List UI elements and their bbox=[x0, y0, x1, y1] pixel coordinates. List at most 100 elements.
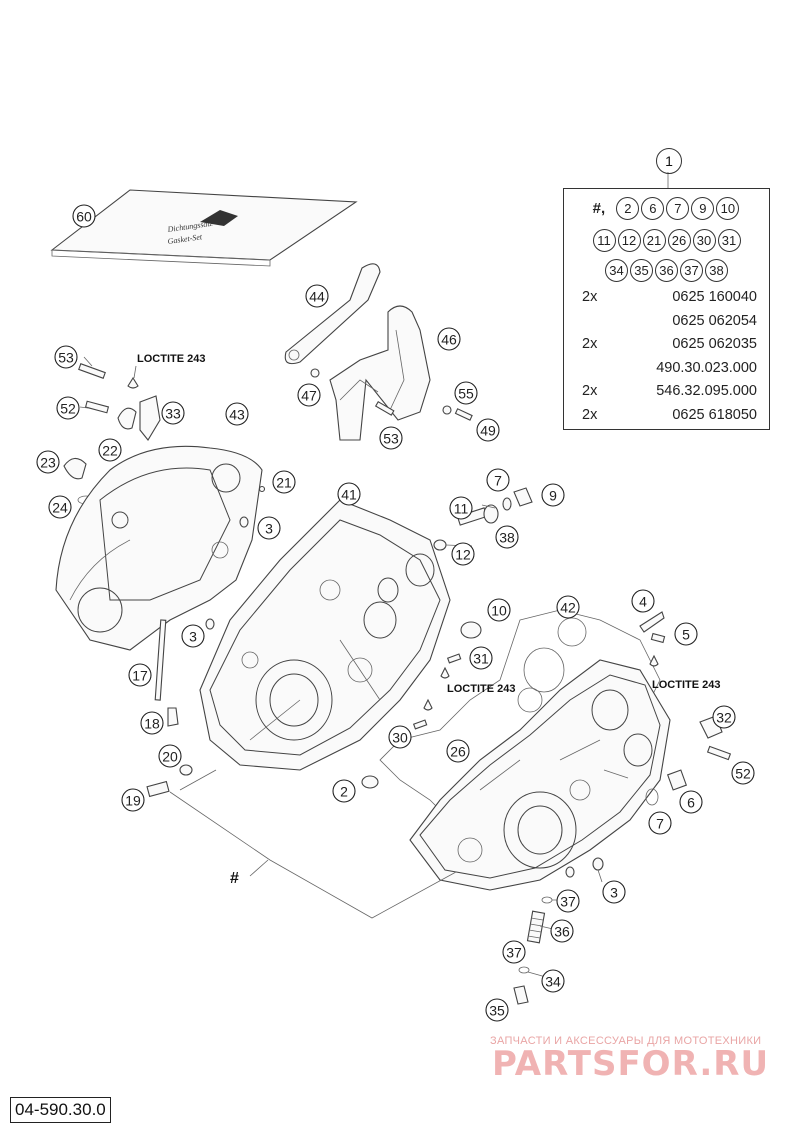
callout-number: 47 bbox=[301, 388, 317, 404]
kit-item-circle: 37 bbox=[680, 259, 703, 282]
callout-33: 33 bbox=[161, 401, 185, 425]
callout-number: 31 bbox=[473, 651, 489, 667]
kit-item-circle: 21 bbox=[642, 229, 666, 252]
callout-21: 21 bbox=[272, 470, 296, 494]
callout-6: 6 bbox=[679, 790, 703, 814]
callout-number: 3 bbox=[610, 885, 618, 901]
callout-number: 7 bbox=[494, 473, 502, 489]
callout-number: 26 bbox=[450, 744, 466, 760]
callout-number: 43 bbox=[229, 407, 245, 423]
watermark-tagline: ЗАПЧАСТИ И АКСЕССУАРЫ ДЛЯ МОТОТЕХНИКИ bbox=[490, 1035, 762, 1047]
loctite-left-leader bbox=[133, 365, 137, 379]
right-crankcase bbox=[409, 659, 671, 891]
kit-part-number: 0625 062054 bbox=[672, 312, 757, 329]
shaft-and-plugs bbox=[146, 619, 193, 798]
callout-number: 6 bbox=[687, 795, 695, 811]
callout-number: 30 bbox=[392, 730, 408, 746]
kit-part-number: 0625 618050 bbox=[672, 406, 757, 423]
callout-52: 52 bbox=[731, 761, 755, 785]
callout-number: 52 bbox=[60, 401, 76, 417]
kit-part-qty: 2x bbox=[582, 289, 598, 305]
kit-item-circle: 12 bbox=[617, 229, 641, 252]
callout-number: 3 bbox=[265, 521, 273, 537]
kit-part-number: 0625 160040 bbox=[672, 289, 757, 305]
callout-53: 53 bbox=[379, 426, 403, 450]
kit-item-circle: 6 bbox=[641, 197, 665, 220]
callout-number: 12 bbox=[455, 547, 471, 563]
callout-42: 42 bbox=[556, 595, 580, 619]
callout-22: 22 bbox=[98, 438, 122, 462]
callout-11: 11 bbox=[449, 496, 473, 520]
callout-number: 18 bbox=[144, 716, 160, 732]
callout-32: 32 bbox=[712, 705, 736, 729]
callout-number: 2 bbox=[340, 784, 348, 800]
callout-7: 7 bbox=[648, 811, 672, 835]
callout-number: 53 bbox=[383, 431, 399, 447]
callout-60: 60 bbox=[72, 204, 96, 228]
callout-38: 38 bbox=[495, 525, 519, 549]
callout-31: 31 bbox=[469, 646, 493, 670]
callout-number: 10 bbox=[491, 603, 507, 619]
kit-item-circle: 7 bbox=[666, 197, 690, 220]
callout-41: 41 bbox=[337, 482, 361, 506]
callout-number: 24 bbox=[52, 500, 68, 516]
callout-number: 37 bbox=[506, 945, 522, 961]
callout-17: 17 bbox=[128, 663, 152, 687]
callout-number: 41 bbox=[341, 487, 357, 503]
kit-item-circle: 35 bbox=[630, 259, 653, 282]
callout-37: 37 bbox=[502, 940, 526, 964]
kit-item-circle: 2 bbox=[616, 197, 640, 220]
kit-item-circle: 11 bbox=[592, 229, 616, 252]
loctite-label-left: LOCTITE 243 bbox=[137, 353, 205, 365]
cover-bracket bbox=[329, 305, 431, 441]
callout-number: 55 bbox=[458, 386, 474, 402]
callout-5: 5 bbox=[674, 622, 698, 646]
kit-part-line: 2x 546.32.095.000 bbox=[564, 383, 769, 403]
guide-lever bbox=[284, 263, 381, 365]
callout-36: 36 bbox=[550, 919, 574, 943]
callout-3: 3 bbox=[602, 880, 626, 904]
callout-26: 26 bbox=[446, 739, 470, 763]
kit-item-circle: 34 bbox=[605, 259, 628, 282]
loctite-label-middle: LOCTITE 243 bbox=[447, 683, 515, 695]
callout-number: 38 bbox=[499, 530, 515, 546]
callout-30: 30 bbox=[388, 725, 412, 749]
callout-52: 52 bbox=[56, 396, 80, 420]
top-right-small-parts bbox=[433, 487, 533, 639]
hash-label: # bbox=[230, 870, 239, 887]
callout-7: 7 bbox=[486, 468, 510, 492]
right-small-parts bbox=[361, 611, 732, 806]
callout-number: 36 bbox=[554, 924, 570, 940]
callout-number: 32 bbox=[716, 710, 732, 726]
callout-55: 55 bbox=[454, 381, 478, 405]
kit-item-circle: 31 bbox=[717, 229, 741, 252]
kit-part-line: 0625 062054 bbox=[564, 313, 769, 333]
kit-part-line: 490.30.023.000 bbox=[564, 360, 769, 380]
kit-part-qty: 2x bbox=[582, 383, 598, 399]
kit-part-number: 546.32.095.000 bbox=[656, 383, 757, 399]
callout-number: 44 bbox=[309, 289, 325, 305]
gasket-set-manual: Dichtungssatz Gasket-Set bbox=[50, 189, 358, 267]
callout-number: 17 bbox=[132, 668, 148, 684]
callout-number: 21 bbox=[276, 475, 292, 491]
left-small-parts bbox=[63, 363, 161, 505]
callout-23: 23 bbox=[36, 450, 60, 474]
callout-number: 3 bbox=[189, 629, 197, 645]
kit-item-circle: 9 bbox=[691, 197, 715, 220]
watermark-logo: PARTSFOR.RU bbox=[492, 1044, 770, 1084]
callout-12: 12 bbox=[451, 542, 475, 566]
kit-item-circle: 26 bbox=[667, 229, 691, 252]
kit-item-circle: 30 bbox=[692, 229, 716, 252]
callout-number: 42 bbox=[560, 600, 576, 616]
callout-10: 10 bbox=[487, 598, 511, 622]
callout-number: 37 bbox=[560, 894, 576, 910]
callout-number: 7 bbox=[656, 816, 664, 832]
drawing-code: 04-590.30.0 bbox=[10, 1097, 111, 1123]
callout-37: 37 bbox=[556, 889, 580, 913]
callout-24: 24 bbox=[48, 495, 72, 519]
